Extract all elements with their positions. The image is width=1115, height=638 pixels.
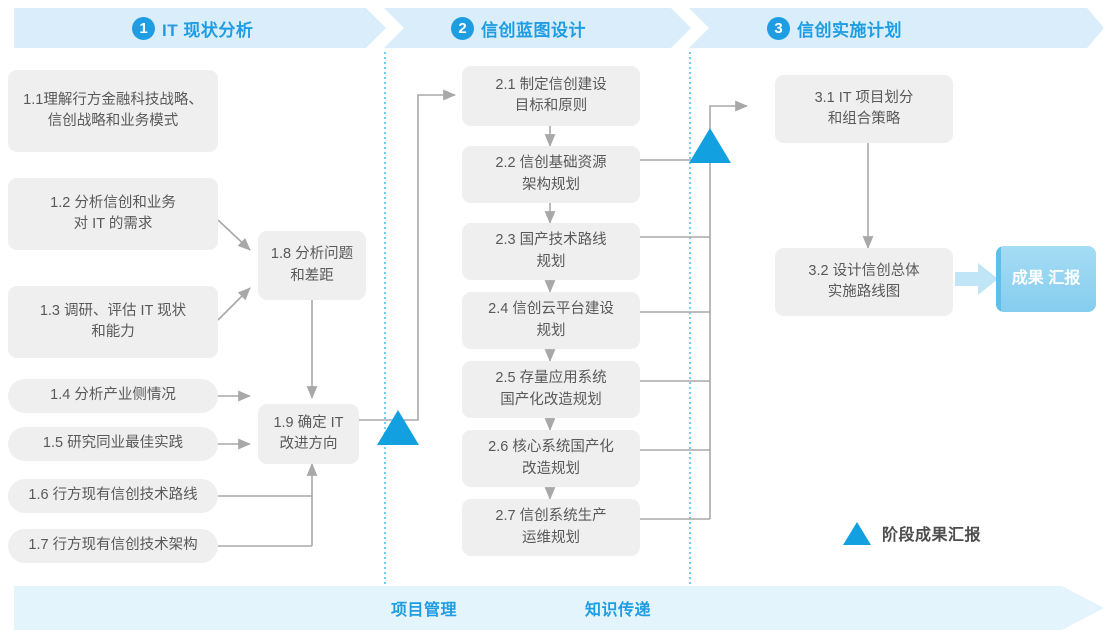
node-1-2-line2: 对 IT 的需求 (73, 216, 153, 232)
node-1-5[interactable]: 1.5 研究同业最佳实践 (8, 427, 218, 461)
bottom-label-project-management: 项目管理 (391, 602, 458, 619)
node-1-3-line1: 1.3 调研、评估 IT 现状 (39, 302, 187, 319)
node-2-4-line1: 2.4 信创云平台建设 (488, 301, 614, 318)
bottom-band (14, 586, 1104, 630)
result-line2: 汇报 (1048, 269, 1081, 287)
node-2-7-line2: 运维规划 (522, 529, 580, 546)
node-2-1[interactable]: 2.1 制定信创建设 目标和原则 (462, 66, 640, 126)
node-3-1-line2: 和组合策略 (827, 111, 901, 127)
node-3-1-line1: 3.1 IT 项目划分 (814, 89, 914, 106)
node-2-5-line2: 国产化改造规划 (500, 391, 602, 408)
phase-1-label: 1 IT 现状分析 (132, 16, 253, 40)
node-2-4-line2: 规划 (536, 322, 566, 339)
node-1-4-line1: 1.4 分析产业侧情况 (50, 387, 176, 404)
phase-3-title: 信创实施计划 (797, 20, 902, 40)
node-1-1-line1: 1.1理解行方金融科技战略、 (23, 91, 203, 108)
milestone-triangle-stage2-icon (689, 128, 731, 163)
node-2-6[interactable]: 2.6 核心系统国产化 改造规划 (462, 430, 640, 487)
node-1-5-line1: 1.5 研究同业最佳实践 (42, 435, 184, 452)
node-2-5-line1: 2.5 存量应用系统 (495, 370, 607, 387)
node-1-6[interactable]: 1.6 行方现有信创技术路线 (8, 479, 218, 513)
result-arrow-icon (955, 263, 998, 295)
edge-1-3-to-1-8 (217, 287, 251, 321)
phase-2-label: 2 信创蓝图设计 (451, 16, 586, 40)
node-2-2-line1: 2.2 信创基础资源 (495, 155, 607, 172)
node-1-7[interactable]: 1.7 行方现有信创技术架构 (8, 529, 218, 563)
edge-1-2-to-1-8 (217, 219, 251, 251)
node-3-2-line2: 实施路线图 (827, 284, 901, 300)
node-1-4[interactable]: 1.4 分析产业侧情况 (8, 379, 218, 413)
legend-milestone: 阶段成果汇报 (843, 521, 981, 545)
bottom-label-knowledge-transfer: 知识传递 (585, 602, 652, 619)
result-report-box[interactable]: 成果 汇报 (996, 246, 1096, 312)
node-1-2-line1: 1.2 分析信创和业务 (50, 194, 176, 211)
node-1-8[interactable]: 1.8 分析问题 和差距 (258, 231, 366, 300)
phase-band-shape (14, 8, 1104, 48)
node-2-7-line1: 2.7 信创系统生产 (495, 508, 607, 525)
node-1-9[interactable]: 1.9 确定 IT 改进方向 (258, 404, 359, 464)
node-2-3-line2: 规划 (536, 253, 566, 270)
node-1-9-line2: 改进方向 (279, 436, 338, 452)
phase-3-label: 3 信创实施计划 (767, 16, 902, 40)
phase-1-number: 1 (132, 16, 155, 40)
legend-triangle-icon (843, 521, 871, 545)
node-3-2-line1: 3.2 设计信创总体 (808, 262, 920, 279)
node-1-8-line2: 和差距 (290, 267, 334, 284)
node-2-4[interactable]: 2.4 信创云平台建设 规划 (462, 292, 640, 349)
phase-1-title: IT 现状分析 (162, 20, 254, 40)
node-3-2[interactable]: 3.2 设计信创总体 实施路线图 (775, 248, 953, 316)
node-2-5[interactable]: 2.5 存量应用系统 国产化改造规划 (462, 361, 640, 418)
node-1-1-line2: 信创战略和业务模式 (47, 113, 179, 129)
node-1-7-line1: 1.7 行方现有信创技术架构 (28, 537, 198, 554)
node-1-1[interactable]: 1.1理解行方金融科技战略、 信创战略和业务模式 (8, 70, 218, 152)
phase-2-number: 2 (451, 16, 474, 40)
node-2-3[interactable]: 2.3 国产技术路线 规划 (462, 223, 640, 280)
node-2-2-line2: 架构规划 (522, 176, 580, 193)
node-2-2[interactable]: 2.2 信创基础资源 架构规划 (462, 146, 640, 203)
node-2-7[interactable]: 2.7 信创系统生产 运维规划 (462, 499, 640, 556)
node-2-1-line2: 目标和原则 (514, 98, 588, 114)
node-1-2[interactable]: 1.2 分析信创和业务 对 IT 的需求 (8, 178, 218, 250)
bottom-band-shape (14, 586, 1104, 630)
result-line1: 成果 (1011, 269, 1044, 287)
node-2-1-line1: 2.1 制定信创建设 (495, 76, 607, 93)
edge-1-9-to-2-1 (359, 89, 456, 421)
phase-header-band: 1 IT 现状分析 2 信创蓝图设计 3 信创实施计划 (14, 8, 1104, 48)
node-1-6-line1: 1.6 行方现有信创技术路线 (28, 487, 198, 504)
node-2-3-line1: 2.3 国产技术路线 (495, 232, 607, 249)
legend-label: 阶段成果汇报 (882, 527, 982, 544)
node-2-6-line1: 2.6 核心系统国产化 (488, 439, 614, 456)
milestone-triangle-stage1-icon (377, 410, 419, 445)
phase-2-title: 信创蓝图设计 (481, 20, 586, 40)
node-2-6-line2: 改造规划 (522, 460, 580, 477)
node-1-9-line1: 1.9 确定 IT (273, 414, 344, 431)
node-1-3-line2: 和能力 (91, 324, 135, 340)
node-1-3[interactable]: 1.3 调研、评估 IT 现状 和能力 (8, 286, 218, 358)
node-1-8-line1: 1.8 分析问题 (270, 246, 354, 263)
node-3-1[interactable]: 3.1 IT 项目划分 和组合策略 (775, 75, 953, 143)
phase-3-number: 3 (767, 16, 790, 40)
